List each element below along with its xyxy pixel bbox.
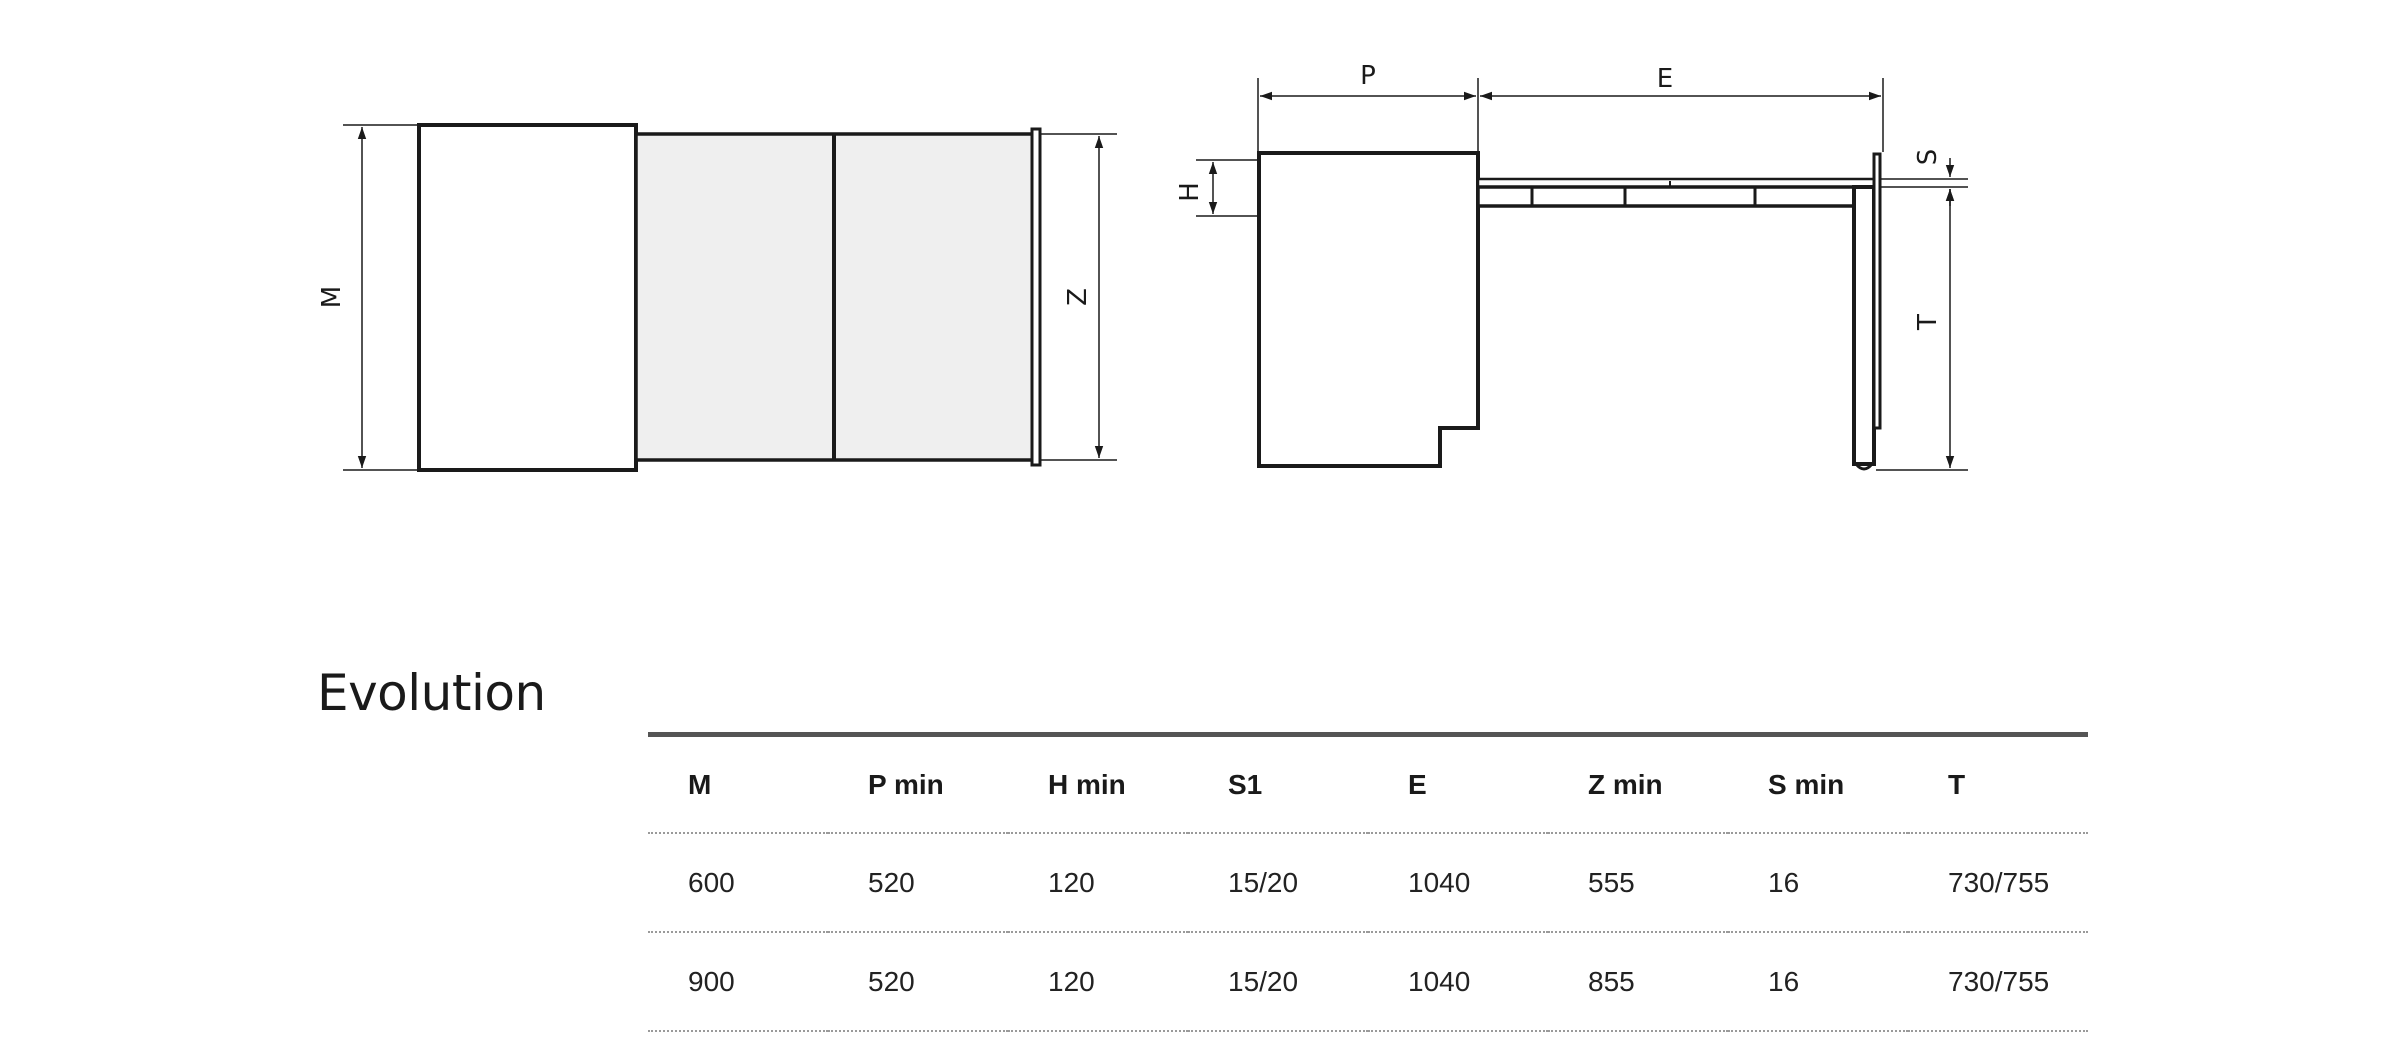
col-header-p-min: P min	[868, 768, 944, 800]
cabinet-side	[1257, 151, 1480, 468]
col-header-s1: S1	[1228, 768, 1263, 800]
col-header-s-min: S min	[1768, 768, 1845, 800]
col-header-h-min: H min	[1048, 768, 1126, 800]
m-dimension-label: M	[317, 286, 347, 308]
technical-diagram: M Z P E H	[317, 61, 1968, 472]
col-header-m: M	[688, 768, 712, 800]
table-cell: 555	[1588, 866, 1635, 898]
cabinet-body	[417, 123, 638, 472]
table-leg	[1852, 185, 1876, 466]
col-header-e: E	[1408, 768, 1427, 800]
table-cell: 520	[868, 965, 915, 997]
table-cell: 16	[1768, 866, 1800, 898]
table-cell: 120	[1048, 866, 1095, 898]
table-cell: 855	[1588, 965, 1635, 997]
table-cell: 120	[1048, 965, 1095, 997]
table-cell: 730/755	[1948, 866, 2050, 898]
top-view: M Z	[317, 123, 1117, 472]
front-panel-side	[1872, 152, 1882, 430]
table-row: 600 520 120 15/20 1040 555 16 730/755	[648, 833, 2088, 932]
table-runners	[1476, 177, 1876, 208]
table-cell: 1040	[1408, 866, 1471, 898]
table-header-row: M P min H min S1 E Z min S min T	[648, 734, 2088, 833]
t-dimension-label: T	[1913, 314, 1943, 331]
table-cell: 730/755	[1948, 965, 2050, 997]
table-cell: 600	[688, 866, 735, 898]
table-cell: 1040	[1408, 965, 1471, 997]
e-dimension-label: E	[1657, 64, 1673, 94]
col-header-z-min: Z min	[1588, 768, 1663, 800]
side-view: P E H S	[1175, 61, 1968, 471]
table-cell: 520	[868, 866, 915, 898]
section-title: Evolution	[317, 664, 546, 722]
table-cell: 15/20	[1228, 866, 1299, 898]
s-dimension-label: S	[1913, 149, 1943, 166]
table-cell: 16	[1768, 965, 1800, 997]
table-row: 900 520 120 15/20 1040 855 16 730/755	[648, 932, 2088, 1031]
p-dimension-label: P	[1360, 61, 1376, 91]
spec-table: M P min H min S1 E Z min S min T 600 520…	[648, 732, 2088, 1032]
z-dimension-label: Z	[1063, 288, 1093, 306]
table-cell: 900	[688, 965, 735, 997]
front-panel	[1030, 127, 1042, 467]
table-cell: 15/20	[1228, 965, 1299, 997]
h-dimension-label: H	[1175, 182, 1205, 202]
col-header-t: T	[1948, 768, 1966, 800]
